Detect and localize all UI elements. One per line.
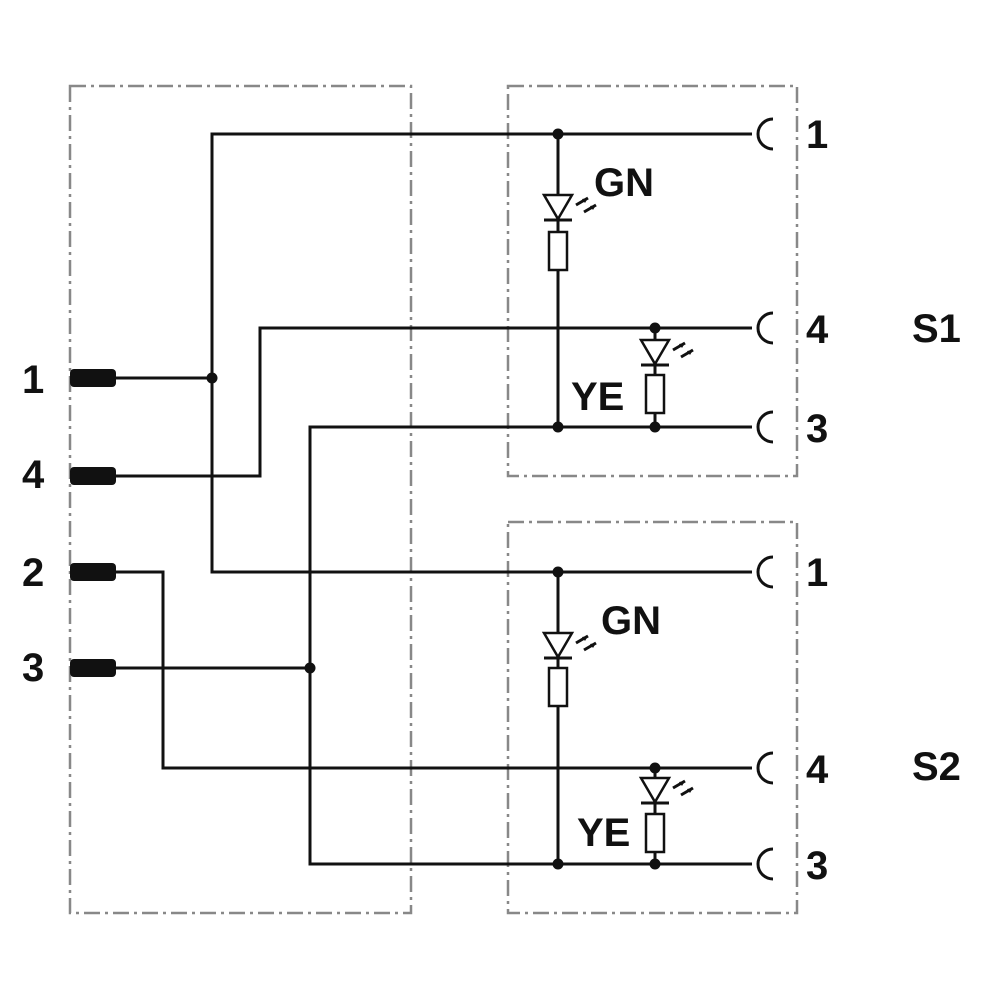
s1-ye-led-icon xyxy=(638,338,694,415)
connector-pin-label: 1 xyxy=(22,358,44,402)
sensor-s1-box xyxy=(506,84,799,478)
s1-gn-led-label: GN xyxy=(594,161,654,205)
connector-pin-1 xyxy=(70,369,116,387)
connector-pin-3 xyxy=(70,659,116,677)
wire-pin1-bus xyxy=(210,132,752,574)
connector-pin-label: 3 xyxy=(22,646,44,690)
junction-dots xyxy=(206,128,661,870)
connector-pins xyxy=(70,369,116,677)
junction-dot xyxy=(552,858,564,870)
connector-pin-4 xyxy=(70,467,116,485)
socket-icon xyxy=(756,555,774,589)
junction-dot xyxy=(304,662,316,674)
socket-icon xyxy=(756,410,774,444)
sensor-s2-label: S2 xyxy=(912,745,961,789)
junction-dot xyxy=(649,322,661,334)
splitter-housing-box xyxy=(68,84,413,915)
junction-dot xyxy=(649,762,661,774)
junction-dot xyxy=(552,566,564,578)
s2-gn-led-icon xyxy=(541,631,597,708)
junction-dot xyxy=(552,421,564,433)
socket-icon xyxy=(756,311,774,345)
junction-dot xyxy=(206,372,218,384)
wire-pin3-bus xyxy=(308,425,752,866)
sensor-s1-label: S1 xyxy=(912,307,961,351)
connector-pin-label: 4 xyxy=(22,453,45,497)
wire-pin4-s1 xyxy=(115,326,752,478)
s2-gn-resistor xyxy=(547,666,569,708)
s2-ye-resistor xyxy=(644,812,666,854)
socket-icon xyxy=(756,751,774,785)
s2-terminal-label: 1 xyxy=(806,551,828,595)
junction-dot xyxy=(649,858,661,870)
s2-gn-led-label: GN xyxy=(601,599,661,643)
s1-terminal-label: 4 xyxy=(806,308,829,352)
s2-ye-led-label: YE xyxy=(577,811,630,855)
s1-terminal-label: 3 xyxy=(806,407,828,451)
s1-terminal-label: 1 xyxy=(806,113,828,157)
s1-ye-resistor xyxy=(644,373,666,415)
s2-terminal-label: 4 xyxy=(806,748,829,792)
junction-dot xyxy=(649,421,661,433)
wires xyxy=(115,132,752,866)
connector-pin-2 xyxy=(70,563,116,581)
socket-icon xyxy=(756,847,774,881)
s2-ye-led-icon xyxy=(638,776,694,854)
s1-ye-led-label: YE xyxy=(571,375,624,419)
s2-terminal-label: 3 xyxy=(806,844,828,888)
socket-icon xyxy=(756,117,774,151)
sensor-s2-box xyxy=(506,520,799,915)
s1-gn-resistor xyxy=(547,230,569,272)
socket-symbols xyxy=(756,117,774,881)
junction-dot xyxy=(552,128,564,140)
connector-pin-label: 2 xyxy=(22,551,44,595)
wire-pin2-s2 xyxy=(115,570,752,770)
s1-gn-led-icon xyxy=(541,193,597,272)
